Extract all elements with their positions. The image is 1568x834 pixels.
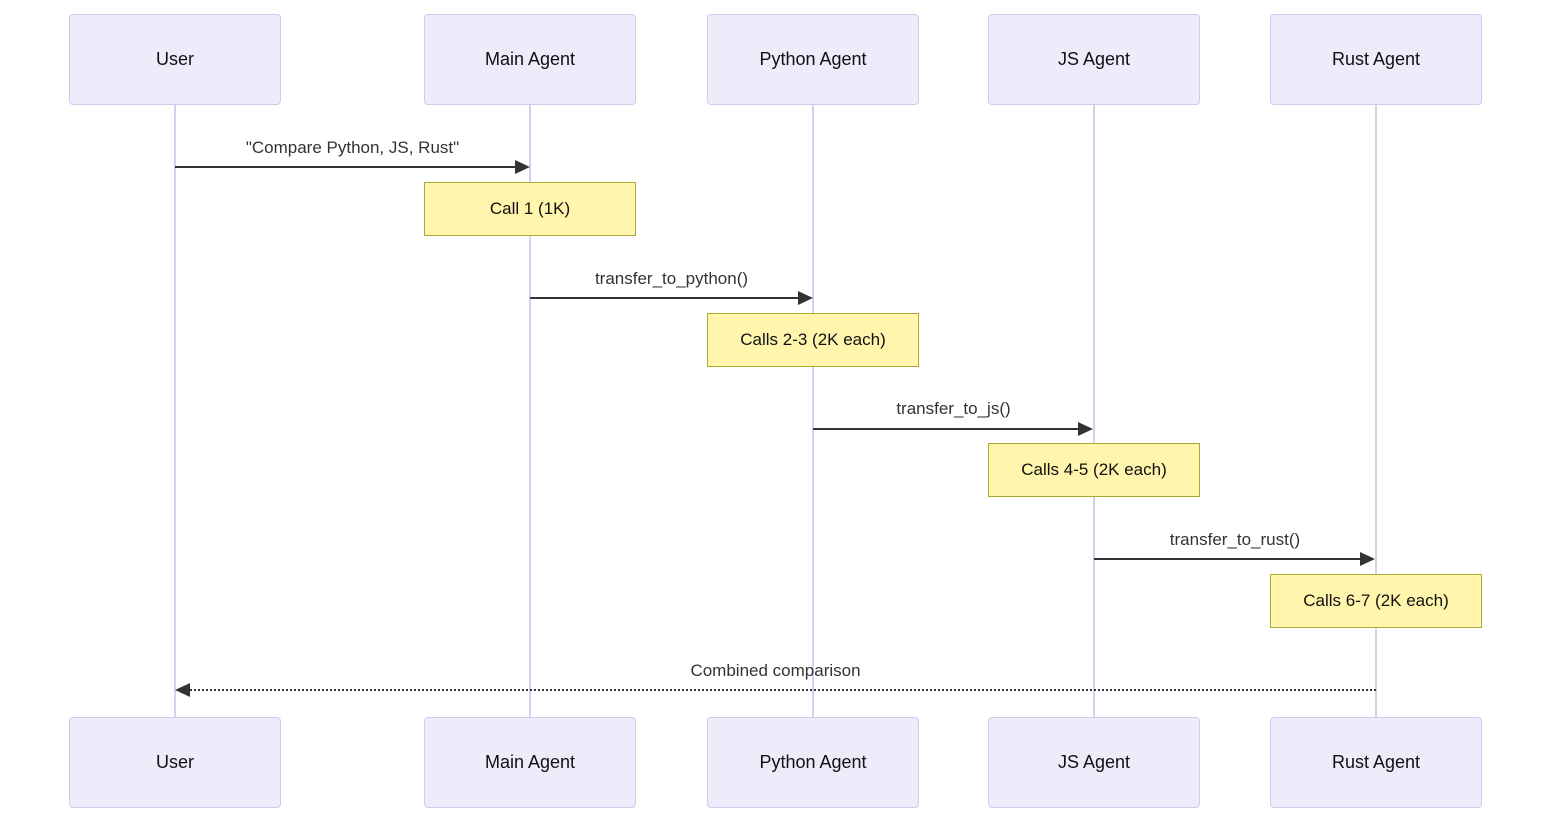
lifeline-user <box>174 105 176 717</box>
note-calls-2-3: Calls 2-3 (2K each) <box>707 313 919 367</box>
message-line-combined-comparison <box>190 689 1376 691</box>
actor-top-js-agent: JS Agent <box>988 14 1200 105</box>
lifeline-js-agent <box>1093 105 1095 717</box>
actor-top-rust-agent: Rust Agent <box>1270 14 1482 105</box>
actor-bottom-user: User <box>69 717 281 808</box>
lifeline-rust-agent <box>1375 105 1377 717</box>
message-label-combined-comparison: Combined comparison <box>690 661 861 680</box>
actor-bottom-python-agent: Python Agent <box>707 717 919 808</box>
actor-bottom-rust-agent: Rust Agent <box>1270 717 1482 808</box>
arrowhead-right-icon <box>1078 422 1093 436</box>
actor-bottom-js-agent: JS Agent <box>988 717 1200 808</box>
message-label-compare: "Compare Python, JS, Rust" <box>245 138 460 157</box>
arrowhead-right-icon <box>798 291 813 305</box>
message-line-transfer-to-js <box>813 428 1079 430</box>
message-line-transfer-to-rust <box>1094 558 1361 560</box>
message-label-transfer-to-js: transfer_to_js() <box>896 399 1011 418</box>
actor-bottom-main-agent: Main Agent <box>424 717 636 808</box>
arrowhead-right-icon <box>515 160 530 174</box>
message-line-transfer-to-python <box>530 297 799 299</box>
lifeline-python-agent <box>812 105 814 717</box>
note-calls-4-5: Calls 4-5 (2K each) <box>988 443 1200 497</box>
arrowhead-right-icon <box>1360 552 1375 566</box>
message-label-transfer-to-python: transfer_to_python() <box>594 269 749 288</box>
actor-top-user: User <box>69 14 281 105</box>
arrowhead-left-icon <box>175 683 190 697</box>
message-line-compare <box>175 166 516 168</box>
actor-top-python-agent: Python Agent <box>707 14 919 105</box>
note-call-1: Call 1 (1K) <box>424 182 636 236</box>
lifeline-main-agent <box>529 105 531 717</box>
actor-top-main-agent: Main Agent <box>424 14 636 105</box>
note-calls-6-7: Calls 6-7 (2K each) <box>1270 574 1482 628</box>
message-label-transfer-to-rust: transfer_to_rust() <box>1169 530 1301 549</box>
